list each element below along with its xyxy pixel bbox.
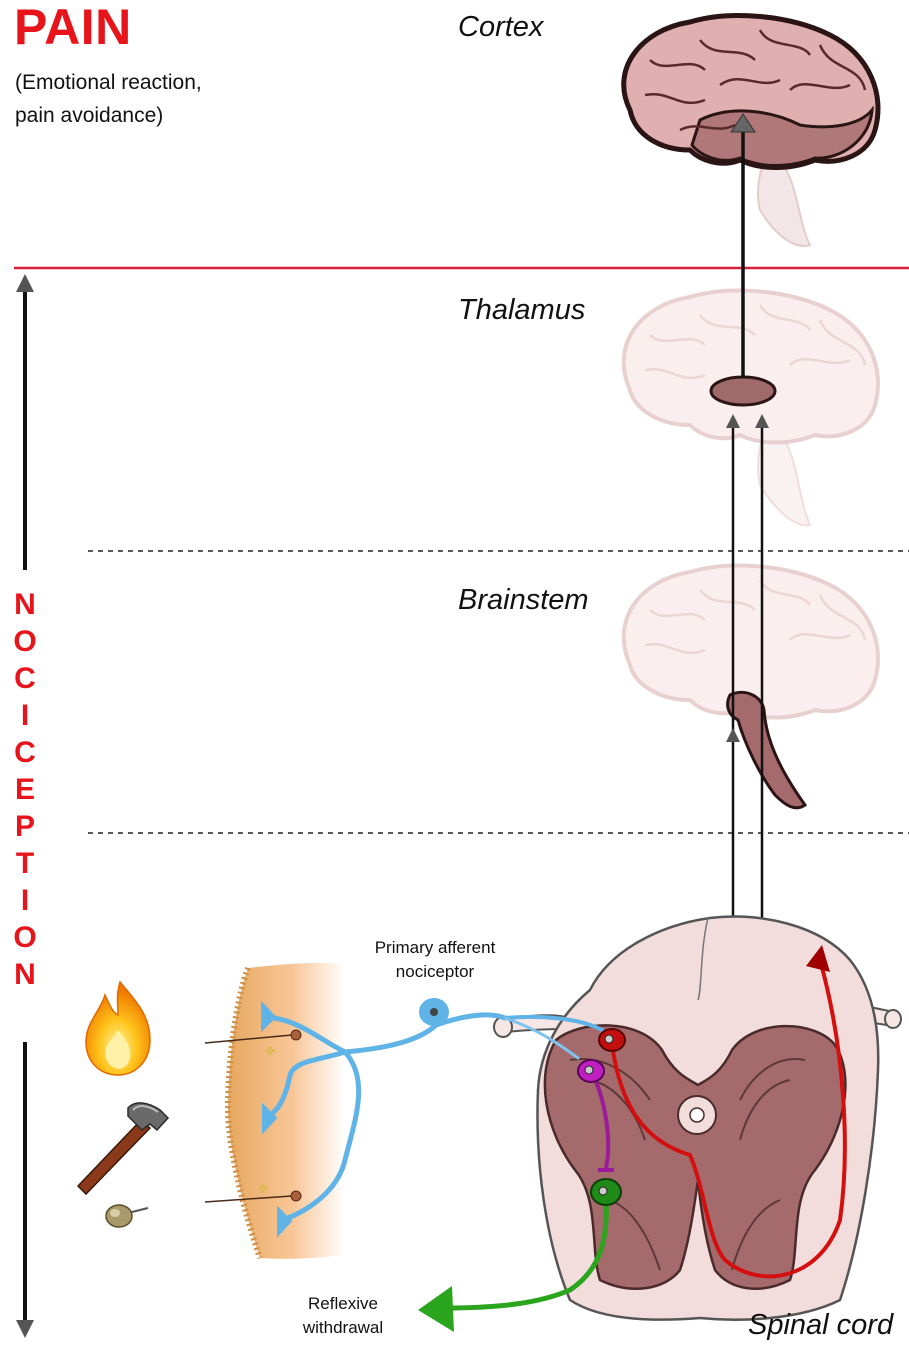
brainstem-brain [624, 566, 878, 808]
spinal-cord-label: Spinal cord [748, 1311, 893, 1340]
nociception-letter: C [10, 738, 40, 768]
nociception-letter: N [10, 590, 40, 620]
nociception-letter: C [10, 664, 40, 694]
reflex-label-line-2: withdrawal [280, 1316, 406, 1340]
nociception-letter: O [10, 627, 40, 657]
thalamus-brain [624, 291, 878, 526]
cortex-label: Cortex [458, 13, 543, 42]
nociception-letter: I [10, 701, 40, 731]
thalamus-nucleus [711, 377, 775, 405]
thumbtack-icon [106, 1205, 148, 1227]
spinal-cord-cross-section [494, 917, 901, 1320]
svg-text:✤: ✤ [258, 1182, 268, 1196]
afferent-label-line-1: Primary afferent [355, 936, 515, 960]
nociception-letter: E [10, 775, 40, 805]
thalamus-label: Thalamus [458, 296, 585, 325]
pain-subtitle-line-2: pain avoidance) [15, 99, 202, 132]
nociception-letter: P [10, 812, 40, 842]
brainstem-label: Brainstem [458, 586, 589, 615]
reflex-label-line-1: Reflexive [280, 1292, 406, 1316]
ascending-pathways [726, 114, 769, 945]
reflexive-withdrawal-label: Reflexive withdrawal [280, 1292, 406, 1340]
pain-subtitle: (Emotional reaction, pain avoidance) [15, 66, 202, 132]
svg-text:✤: ✤ [265, 1044, 275, 1058]
nociception-letter: I [10, 886, 40, 916]
flame-icon [86, 982, 150, 1075]
pain-title: PAIN [14, 2, 132, 52]
afferent-nociceptor-label: Primary afferent nociceptor [355, 936, 515, 984]
pain-subtitle-line-1: (Emotional reaction, [15, 66, 202, 99]
nociception-axis-arrow [16, 274, 34, 1338]
nociception-letter: N [10, 960, 40, 990]
nociception-letter: T [10, 849, 40, 879]
nociception-letter: O [10, 923, 40, 953]
afferent-label-line-2: nociceptor [355, 960, 515, 984]
hammer-icon [78, 1103, 168, 1194]
